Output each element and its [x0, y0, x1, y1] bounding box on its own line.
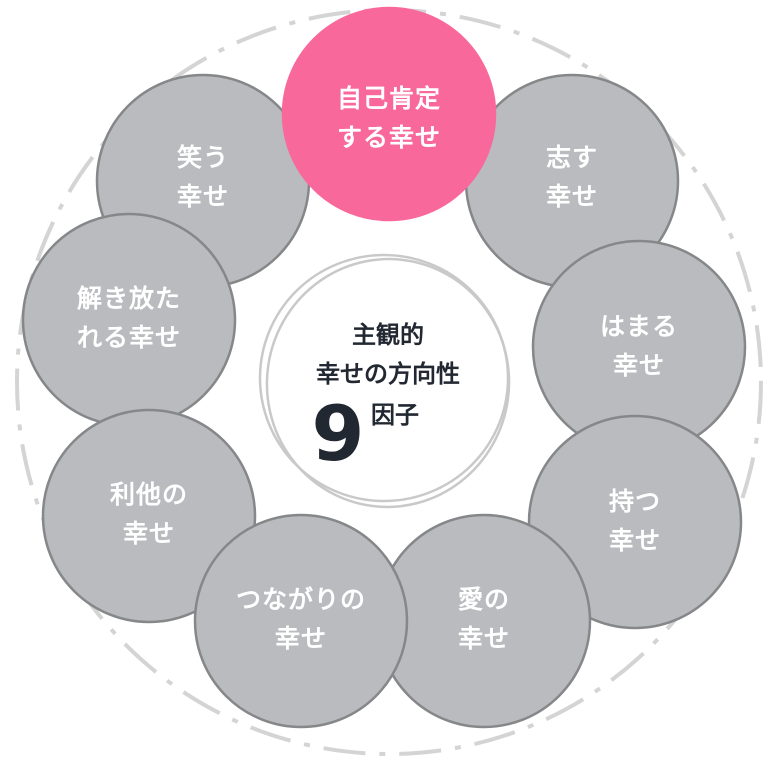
factor-label-line2: する幸せ [337, 123, 441, 152]
factor-released: 解き放た れる幸せ [21, 212, 237, 428]
factor-label-line1: 愛の [458, 585, 510, 614]
factor-altruism: 利他の 幸せ [41, 408, 257, 624]
factor-label-line1: つながりの [236, 585, 366, 614]
factor-label-line2: 幸せ [177, 182, 229, 211]
center-title-line2: 幸せの方向性 [316, 360, 460, 388]
center-title-line1: 主観的 [352, 321, 424, 349]
factor-label-line1: 持つ [609, 487, 661, 516]
factor-label-line2: 幸せ [458, 624, 510, 653]
factor-label-line1: 志す [546, 143, 598, 172]
factor-label-line1: 笑う [177, 143, 229, 172]
factor-circle [21, 212, 237, 428]
factor-label-line2: 幸せ [275, 624, 327, 653]
factor-circle [193, 513, 409, 729]
factor-label-line1: はまる [600, 312, 678, 341]
factor-label-line2: 幸せ [613, 351, 665, 380]
factor-love: 愛の 幸せ [376, 513, 592, 729]
factor-label-line2: れる幸せ [77, 323, 181, 352]
factor-circles: 笑う 幸せ 志す 幸せ はまる 幸せ 解き放た れる幸せ 利他の 幸せ 持つ 幸… [21, 6, 747, 729]
center-factor-count: 9 [312, 389, 365, 478]
factor-circle [527, 414, 743, 630]
factor-label-line1: 解き放た [77, 284, 181, 313]
factor-have: 持つ 幸せ [527, 414, 743, 630]
factor-label-line2: 幸せ [123, 519, 175, 548]
factor-aspire: 志す 幸せ [464, 73, 680, 289]
factor-label-line1: 利他の [110, 480, 188, 509]
factor-label-line1: 自己肯定 [337, 84, 441, 113]
factor-label-line2: 幸せ [609, 526, 661, 555]
factor-circle-highlight [281, 6, 497, 222]
center-factor-unit: 因子 [371, 401, 419, 429]
factor-circle [41, 408, 257, 624]
factor-connection: つながりの 幸せ [193, 513, 409, 729]
factor-label-line2: 幸せ [546, 182, 598, 211]
factor-circle [376, 513, 592, 729]
center-ring [258, 253, 511, 509]
factor-self-affirm: 自己肯定 する幸せ [281, 6, 497, 222]
